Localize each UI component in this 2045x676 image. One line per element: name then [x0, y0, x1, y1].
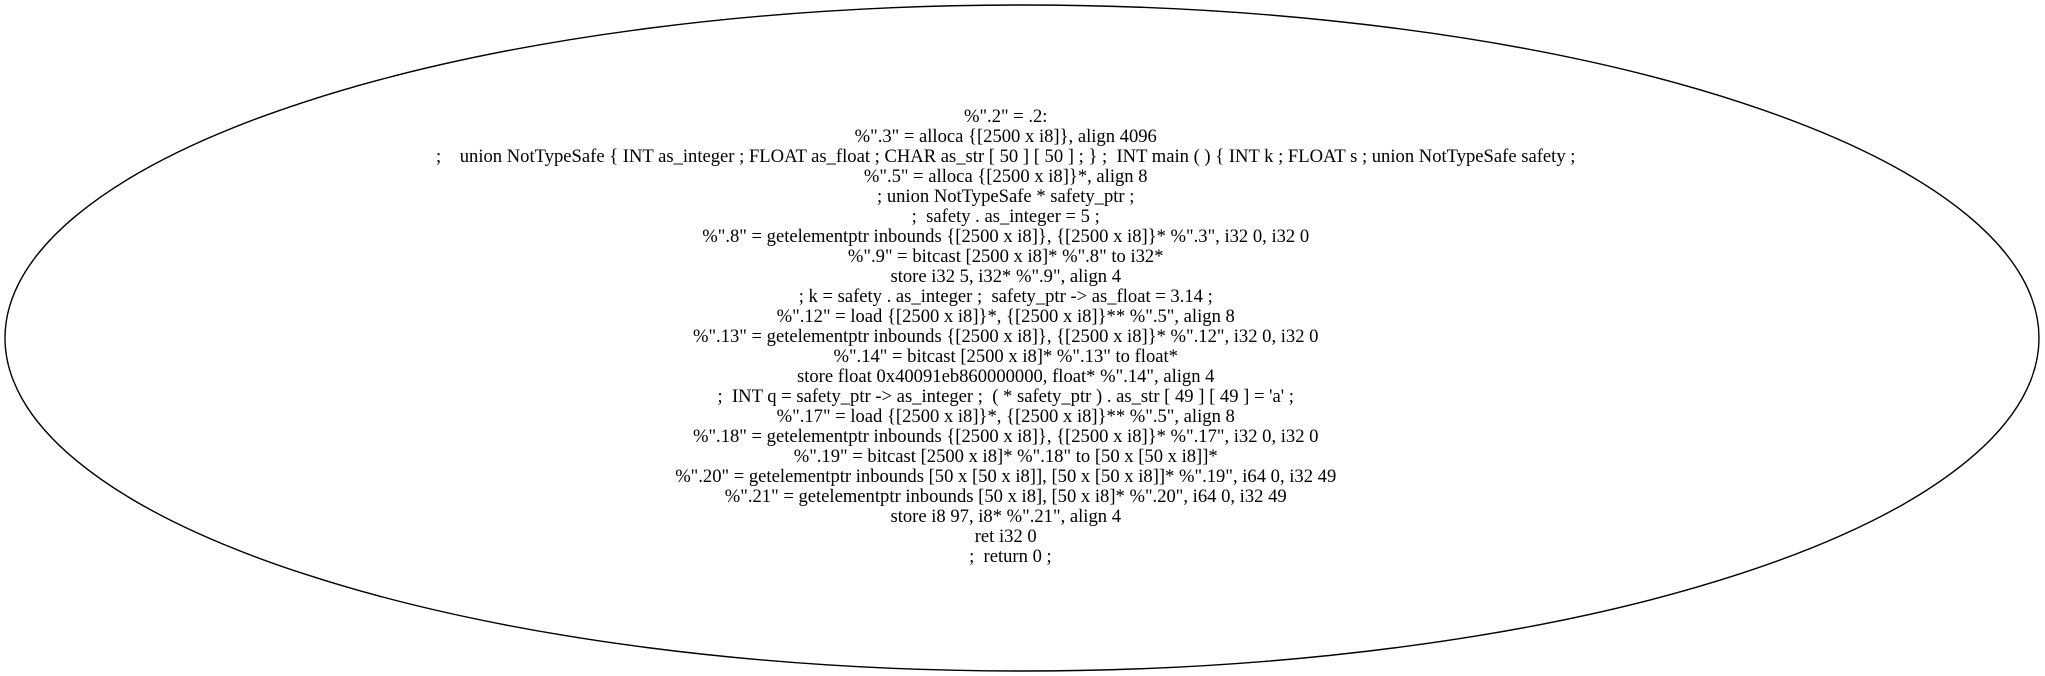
node-ellipse	[4, 4, 2040, 672]
code-line: %".12" = load {[2500 x i8]}*, {[2500 x i…	[777, 306, 1235, 327]
code-line: ; k = safety . as_integer ; safety_ptr -…	[799, 286, 1213, 307]
code-line: %".3" = alloca {[2500 x i8]}, align 4096	[855, 126, 1157, 147]
code-line: ; INT q = safety_ptr -> as_integer ; ( *…	[718, 386, 1294, 407]
code-line: ret i32 0	[975, 526, 1037, 547]
node-label: %".2" = .2: %".3" = alloca {[2500 x i8]}…	[436, 106, 1575, 567]
code-line: store i8 97, i8* %".21", align 4	[890, 506, 1121, 527]
code-line: ; union NotTypeSafe { INT as_integer ; F…	[436, 146, 1575, 167]
code-line: %".14" = bitcast [2500 x i8]* %".13" to …	[833, 346, 1178, 367]
code-line: ; safety . as_integer = 5 ;	[912, 206, 1100, 227]
code-line: %".18" = getelementptr inbounds {[2500 x…	[693, 426, 1319, 447]
code-line: store float 0x40091eb860000000, float* %…	[797, 366, 1214, 387]
code-line: ; return 0 ;	[969, 546, 1052, 567]
code-line: %".5" = alloca {[2500 x i8]}*, align 8	[864, 166, 1148, 187]
code-line: %".9" = bitcast [2500 x i8]* %".8" to i3…	[848, 246, 1164, 267]
code-line: store i32 5, i32* %".9", align 4	[890, 266, 1121, 287]
code-line: %".2" = .2:	[964, 106, 1048, 127]
code-line: %".20" = getelementptr inbounds [50 x [5…	[675, 466, 1336, 487]
code-line: %".8" = getelementptr inbounds {[2500 x …	[702, 226, 1309, 247]
code-line: ; union NotTypeSafe * safety_ptr ;	[877, 186, 1134, 207]
code-line: %".13" = getelementptr inbounds {[2500 x…	[693, 326, 1319, 347]
code-line: %".19" = bitcast [2500 x i8]* %".18" to …	[794, 446, 1218, 467]
code-line: %".17" = load {[2500 x i8]}*, {[2500 x i…	[777, 406, 1235, 427]
code-line: %".21" = getelementptr inbounds [50 x i8…	[725, 486, 1287, 507]
